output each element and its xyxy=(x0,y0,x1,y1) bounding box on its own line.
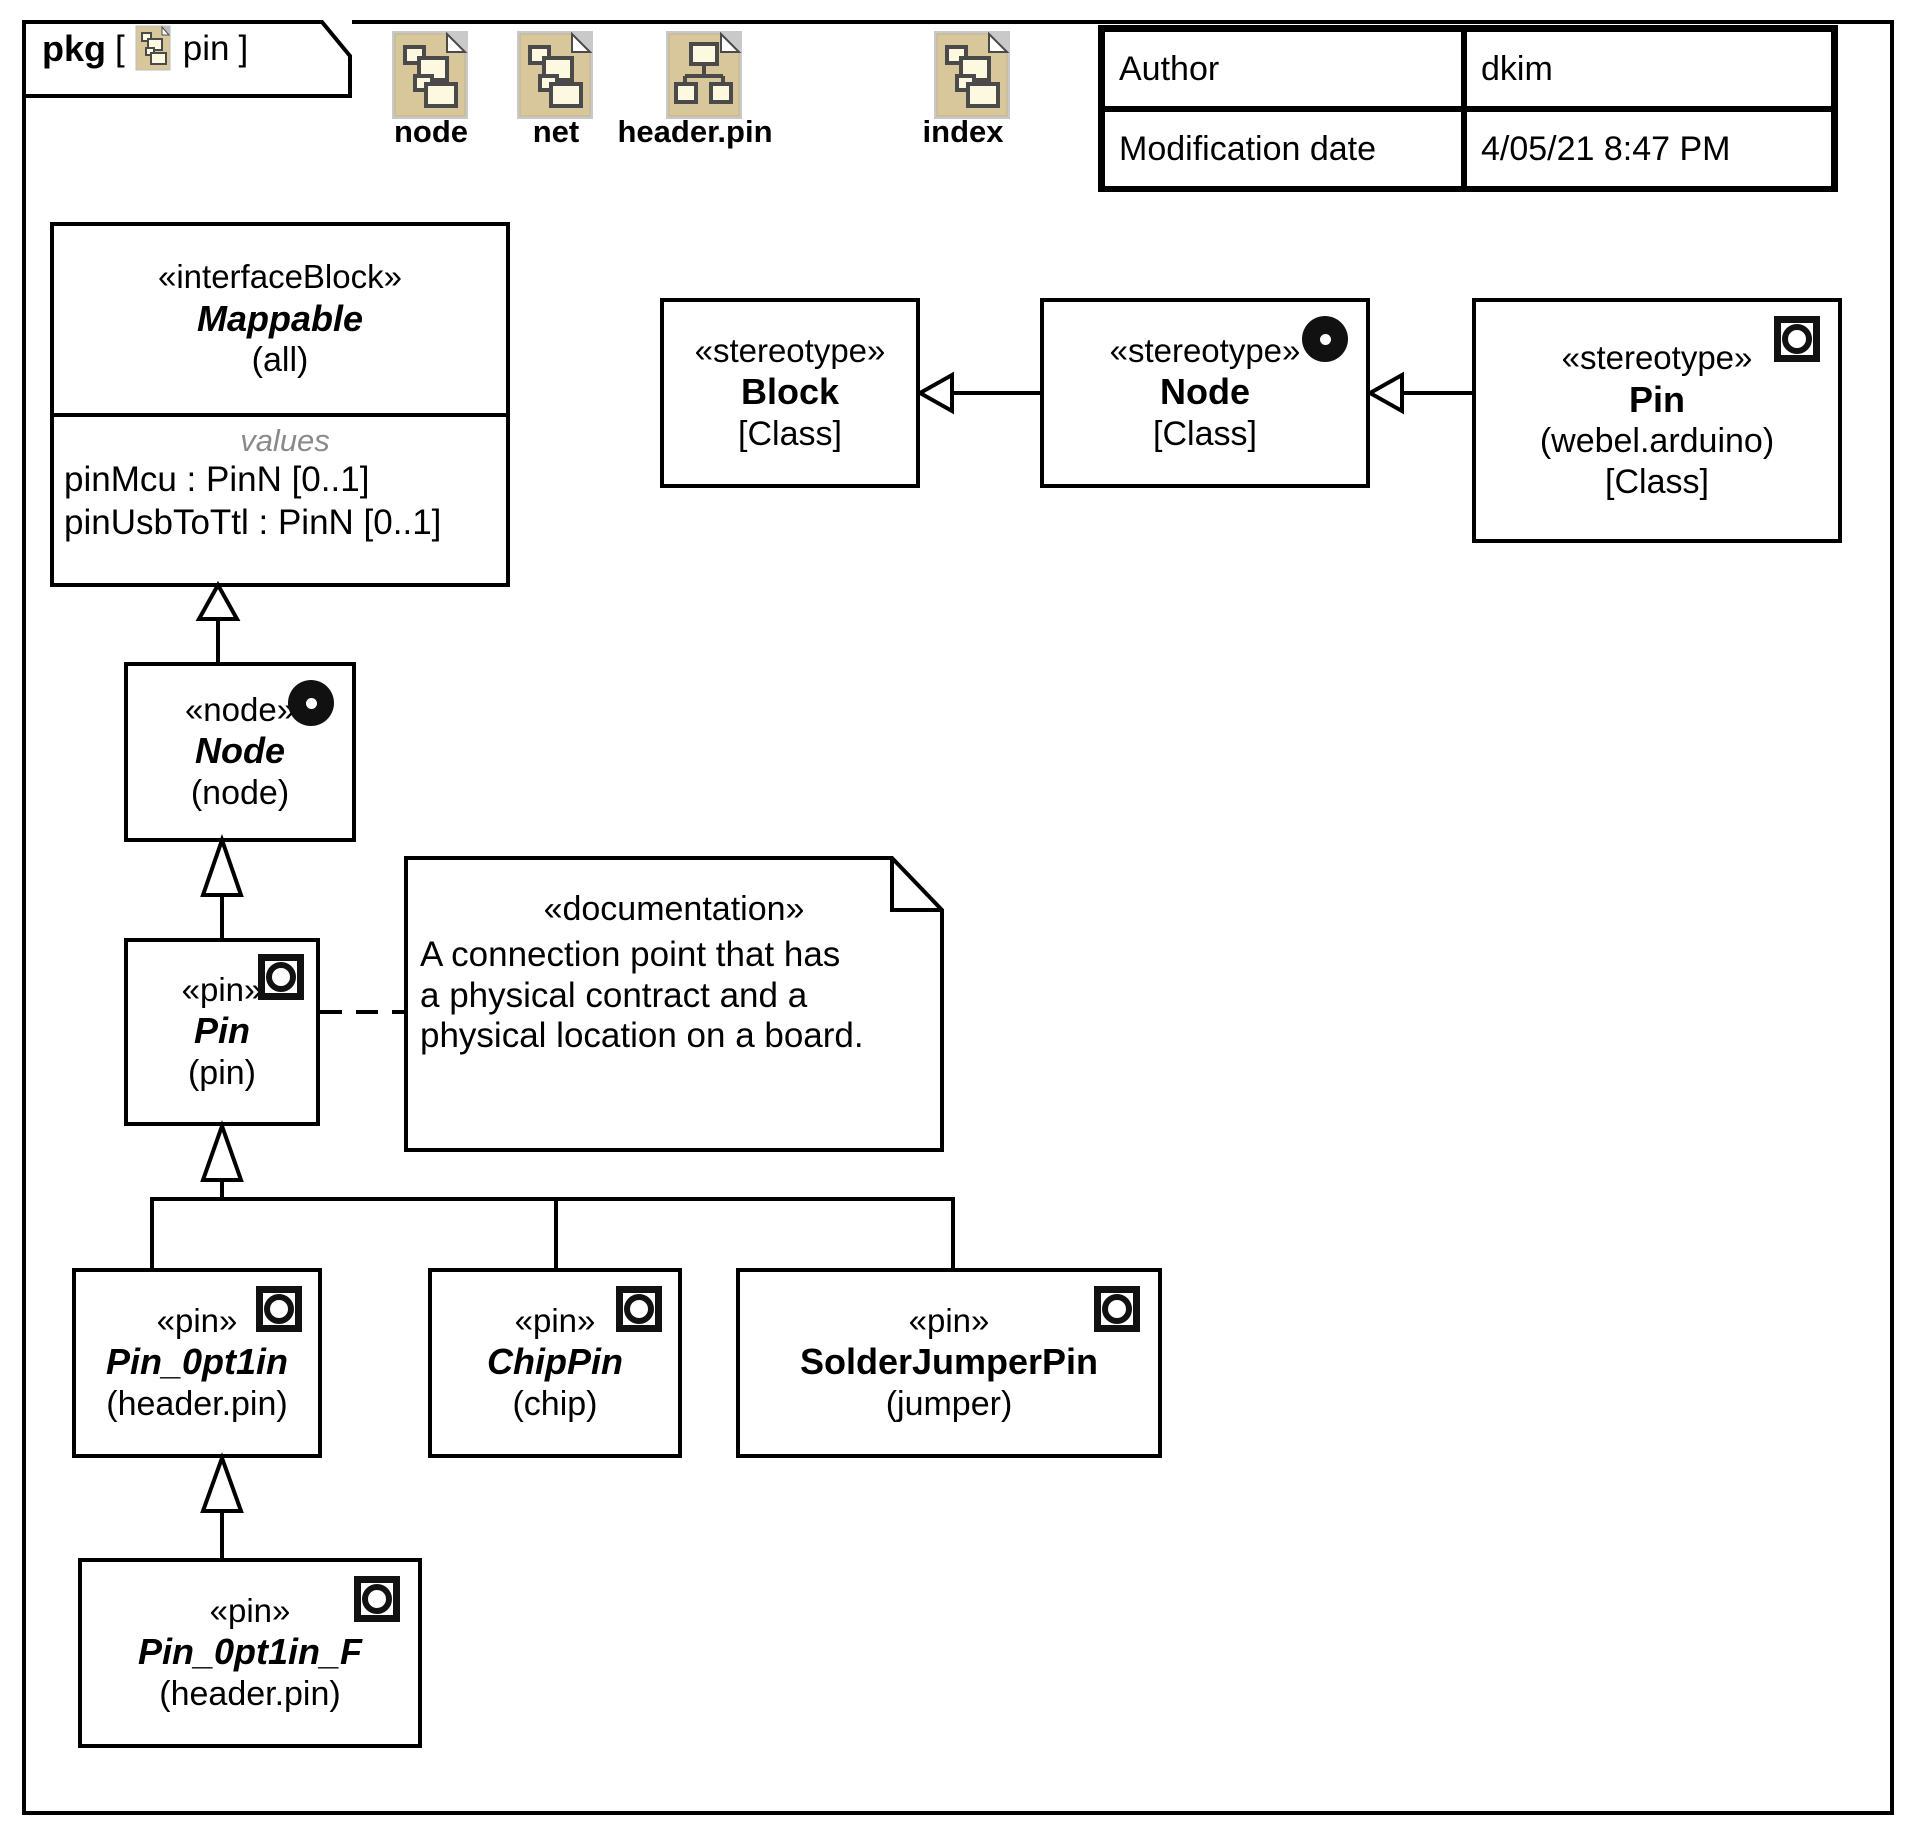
block-name: Node xyxy=(195,730,285,772)
stereotype-profile: (webel.arduino) xyxy=(1539,421,1775,460)
stereotype-metaclass: [Class] xyxy=(1605,462,1709,501)
stereotype-keyword: «stereotype» xyxy=(694,331,886,369)
note-text: «documentation» A connection point that … xyxy=(404,856,944,1152)
package-item-header-pin[interactable]: header.pin xyxy=(595,28,795,150)
note-line: A connection point that has xyxy=(420,935,841,974)
stereotype-keyword: «pin» xyxy=(156,1301,238,1339)
block-name: ChipPin xyxy=(487,1341,623,1383)
meta-key-modification-date: Modification date xyxy=(1102,109,1464,189)
block-mappable[interactable]: «interfaceBlock» Mappable (all) values p… xyxy=(50,222,510,587)
node-icon xyxy=(1302,316,1348,362)
package-icon xyxy=(134,24,174,74)
stereotype-metaclass: [Class] xyxy=(1153,414,1257,453)
meta-value-author: dkim xyxy=(1464,29,1834,109)
value-property: pinUsbToTtl : PinN [0..1] xyxy=(64,502,442,542)
block-pin-0pt1in[interactable]: «pin» Pin_0pt1in (header.pin) xyxy=(72,1268,322,1458)
pin-icon xyxy=(354,1576,400,1622)
stereotype-keyword: «stereotype» xyxy=(1561,338,1753,376)
block-pin[interactable]: «pin» Pin (pin) xyxy=(124,938,320,1126)
table-row: Author dkim xyxy=(1102,29,1834,109)
package-item-net[interactable]: net xyxy=(514,28,598,150)
metadata-table: Author dkim Modification date 4/05/21 8:… xyxy=(1098,25,1838,192)
block-chippin[interactable]: «pin» ChipPin (chip) xyxy=(428,1268,682,1458)
value-property: pinMcu : PinN [0..1] xyxy=(64,460,370,499)
stereotype-keyword: «interfaceBlock» xyxy=(158,258,402,296)
block-name: Pin_0pt1in_F xyxy=(137,1631,363,1673)
package-item-label: header.pin xyxy=(617,114,773,149)
block-name: Pin xyxy=(193,1010,250,1052)
block-package: (header.pin) xyxy=(106,1384,288,1423)
package-item-label: net xyxy=(532,114,580,149)
block-package: (pin) xyxy=(187,1053,257,1092)
stereotype-node[interactable]: «stereotype» Node [Class] xyxy=(1040,298,1370,488)
block-name: Mappable xyxy=(196,297,364,339)
stereotype-keyword: «pin» xyxy=(908,1301,990,1339)
stereotype-keyword: «pin» xyxy=(514,1301,596,1339)
package-item-label: node xyxy=(393,114,469,149)
package-icon xyxy=(931,28,1010,119)
pin-icon xyxy=(1094,1286,1140,1332)
pin-icon xyxy=(1774,316,1820,362)
note-keyword: «documentation» xyxy=(543,890,805,928)
block-package: (jumper) xyxy=(885,1384,1013,1423)
documentation-note[interactable]: «documentation» A connection point that … xyxy=(404,856,944,1152)
stereotype-keyword: «node» xyxy=(184,690,296,728)
values-compartment: values pinMcu : PinN [0..1] pinUsbToTtl … xyxy=(54,417,506,544)
stereotype-metaclass: [Class] xyxy=(738,414,842,453)
pin-icon xyxy=(256,1286,302,1332)
note-shape xyxy=(404,856,944,1152)
block-pin-0pt1in-f[interactable]: «pin» Pin_0pt1in_F (header.pin) xyxy=(78,1558,422,1748)
block-name: Pin_0pt1in xyxy=(105,1341,289,1383)
block-package: (header.pin) xyxy=(159,1674,341,1713)
stereotype-keyword: «stereotype» xyxy=(1109,331,1301,369)
block-package: (all) xyxy=(251,341,309,380)
block-package: (chip) xyxy=(512,1384,598,1423)
node-icon xyxy=(288,680,334,726)
package-icon xyxy=(514,28,593,119)
stereotype-name: Block xyxy=(740,371,840,413)
stereotype-pin[interactable]: «stereotype» Pin (webel.arduino) [Class] xyxy=(1472,298,1842,543)
package-item-index[interactable]: index xyxy=(908,28,1018,150)
block-node[interactable]: «node» Node (node) xyxy=(124,662,356,842)
compartment-divider xyxy=(54,413,506,417)
package-item-node[interactable]: node xyxy=(389,28,473,150)
block-name: SolderJumperPin xyxy=(799,1341,1099,1383)
package-tab-outline xyxy=(22,20,352,98)
meta-value-modification-date: 4/05/21 8:47 PM xyxy=(1464,109,1834,189)
note-line: physical location on a board. xyxy=(420,1016,864,1056)
bracket-close: ] xyxy=(238,29,249,68)
block-mappable-header: «interfaceBlock» Mappable (all) xyxy=(54,226,506,413)
stereotype-keyword: «pin» xyxy=(209,1591,291,1629)
table-row: Modification date 4/05/21 8:47 PM xyxy=(1102,109,1834,189)
stereotype-name: Pin xyxy=(1628,378,1685,420)
package-tab-label: pkg [ pin ] xyxy=(42,24,248,74)
package-item-label: index xyxy=(922,114,1004,149)
block-solderjumperpin[interactable]: «pin» SolderJumperPin (jumper) xyxy=(736,1268,1162,1458)
package-keyword: pkg xyxy=(42,28,107,69)
pin-icon xyxy=(258,954,304,1000)
stereotype-name: Node xyxy=(1160,371,1250,413)
pin-icon xyxy=(616,1286,662,1332)
package-tree-icon xyxy=(663,28,742,119)
stereotype-block[interactable]: «stereotype» Block [Class] xyxy=(660,298,920,488)
compartment-label: values xyxy=(240,423,330,458)
note-line: a physical contract and a xyxy=(420,975,808,1015)
meta-key-author: Author xyxy=(1102,29,1464,109)
bracket-open: [ xyxy=(115,29,125,68)
block-package: (node) xyxy=(190,773,290,812)
package-name: pin xyxy=(182,29,230,68)
package-icon xyxy=(389,28,468,119)
stereotype-keyword: «pin» xyxy=(181,970,263,1008)
